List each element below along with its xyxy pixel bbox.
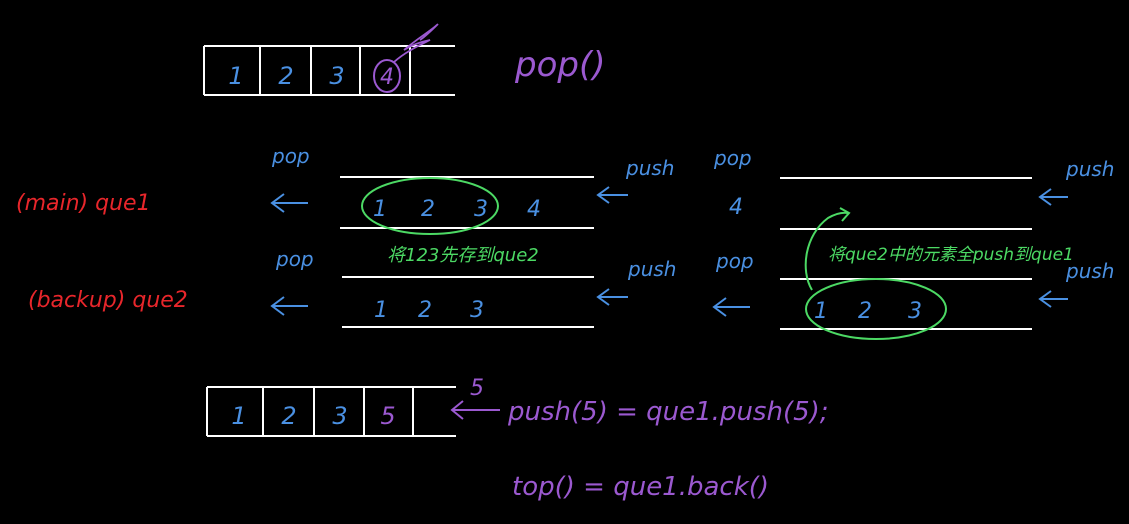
left-que2-push: push — [627, 257, 676, 281]
left-que2-pop: pop — [275, 247, 314, 271]
bottom-cell-2: 2 — [281, 402, 296, 430]
que1-label: (main) que1 — [16, 191, 151, 216]
bottom-array — [206, 386, 456, 437]
left-que1-push: push — [625, 156, 674, 180]
left-que1-pop: pop — [271, 144, 310, 168]
top-cell-2: 2 — [278, 62, 293, 90]
right-que2-push: push — [1065, 259, 1114, 283]
bottom-cell-3: 3 — [332, 402, 347, 430]
left-que1-v1: 1 — [373, 197, 387, 222]
left-group-circle — [361, 177, 499, 235]
right-que2-v1: 1 — [814, 299, 828, 324]
pop-label: pop() — [514, 45, 606, 85]
right-transfer-arrowhead — [839, 207, 851, 222]
bottom-cell-4: 5 — [380, 402, 395, 430]
pop-circle — [373, 59, 401, 93]
left-que2-v2: 2 — [418, 298, 432, 323]
right-group-circle — [805, 278, 947, 340]
left-que2-v1: 1 — [374, 298, 388, 323]
left-queue-lines — [340, 176, 594, 328]
right-que2-pop: pop — [715, 249, 754, 273]
left-push-arrows — [596, 186, 628, 306]
right-que2-v3: 3 — [908, 299, 922, 324]
push-arrow — [450, 400, 500, 420]
pop-scribble — [393, 23, 439, 63]
push-equation: push(5) = que1.push(5); — [507, 397, 829, 427]
incoming-value: 5 — [470, 376, 484, 401]
left-pop-arrows — [270, 193, 308, 316]
right-transfer-arrow — [804, 211, 849, 291]
right-pop-arrow — [712, 297, 750, 317]
left-note: 将123先存到que2 — [387, 245, 539, 266]
bottom-cell-1: 1 — [231, 402, 246, 430]
top-cell-4: 4 — [380, 65, 394, 90]
que2-label: (backup) que2 — [28, 288, 188, 313]
left-que2-v3: 3 — [470, 298, 484, 323]
left-que1-v3: 3 — [474, 197, 488, 222]
right-que1-v1: 4 — [729, 195, 743, 220]
right-push-arrows — [1038, 188, 1068, 308]
top-cell-3: 3 — [329, 62, 344, 90]
right-que2-v2: 2 — [858, 299, 872, 324]
top-equation: top() = que1.back() — [512, 472, 769, 502]
left-que1-v2: 2 — [421, 197, 435, 222]
left-que1-v4: 4 — [527, 197, 541, 222]
top-cell-1: 1 — [228, 62, 243, 90]
right-que1-push: push — [1065, 157, 1114, 181]
right-que1-pop: pop — [713, 146, 752, 170]
right-note: 将que2中的元素全push到que1 — [828, 245, 1074, 265]
